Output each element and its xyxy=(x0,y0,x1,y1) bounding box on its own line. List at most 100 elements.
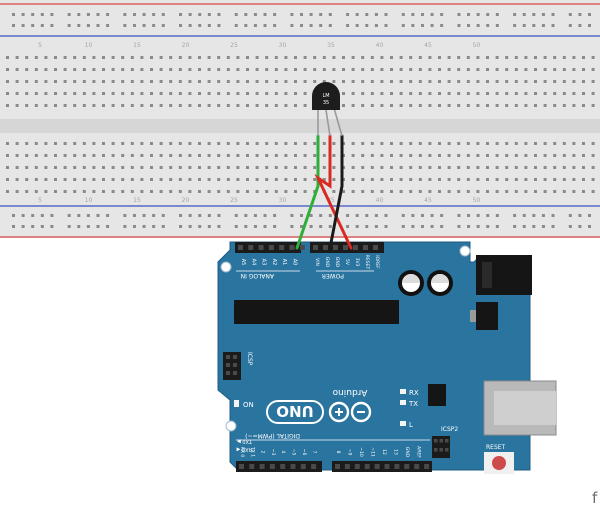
breadboard-hole xyxy=(399,178,403,181)
breadboard-hole xyxy=(130,190,134,193)
breadboard-hole xyxy=(438,190,441,193)
breadboard-hole xyxy=(178,92,182,95)
breadboard-hole xyxy=(582,178,585,181)
breadboard-hole xyxy=(578,24,582,27)
signal-wire-green xyxy=(295,134,320,250)
sensor-leg xyxy=(333,107,343,137)
breadboard-hole xyxy=(582,104,585,107)
header-pin xyxy=(373,245,378,250)
breadboard-hole xyxy=(234,214,238,217)
breadboard-hole xyxy=(132,225,136,228)
breadboard-hole xyxy=(130,92,134,95)
breadboard-hole xyxy=(532,13,536,16)
breadboard-hole xyxy=(15,92,19,95)
breadboard-hole xyxy=(15,68,19,71)
arduino-logo-text: Arduino xyxy=(332,387,367,397)
column-number: 5 xyxy=(38,197,42,204)
breadboard-hole xyxy=(284,190,288,193)
breadboard-hole xyxy=(198,142,201,145)
breadboard-hole xyxy=(505,68,509,71)
breadboard-hole xyxy=(370,104,374,107)
breadboard-hole xyxy=(150,154,153,157)
breadboard-hole xyxy=(102,92,105,95)
breadboard-hole xyxy=(132,24,136,27)
digital-header-high[interactable] xyxy=(332,461,432,472)
breadboard-center-channel xyxy=(0,119,600,133)
breadboard-hole xyxy=(390,68,393,71)
breadboard-hole xyxy=(319,24,323,27)
digital-header-low[interactable] xyxy=(236,461,322,472)
breadboard-hole xyxy=(140,104,144,107)
breadboard-hole xyxy=(582,166,585,169)
breadboard-hole xyxy=(217,56,221,59)
breadboard-hole xyxy=(582,154,585,157)
breadboard-hole xyxy=(207,154,211,157)
breadboard-hole xyxy=(253,225,257,228)
breadboard-hole xyxy=(524,68,528,71)
column-number: 15 xyxy=(133,42,141,49)
breadboard-hole xyxy=(551,13,555,16)
breadboard-hole xyxy=(82,92,86,95)
breadboard-hole xyxy=(541,225,545,228)
breadboard-hole xyxy=(399,142,403,145)
breadboard-hole xyxy=(67,214,71,217)
breadboard-hole xyxy=(361,80,365,83)
breadboard-hole xyxy=(476,13,480,16)
breadboard-hole xyxy=(150,68,153,71)
breadboard-hole xyxy=(365,24,369,27)
breadboard-hole xyxy=(92,56,96,59)
header-pin xyxy=(344,464,350,469)
breadboard-hole xyxy=(365,225,369,228)
breadboard-hole xyxy=(152,13,156,16)
breadboard-hole xyxy=(246,190,249,193)
breadboard-hole xyxy=(274,104,278,107)
power-pin-label: 5V xyxy=(344,259,350,266)
breadboard-hole xyxy=(532,225,536,228)
breadboard-hole xyxy=(12,13,15,16)
breadboard-hole xyxy=(226,80,230,83)
breadboard-hole xyxy=(130,178,134,181)
icsp-header[interactable] xyxy=(223,352,241,380)
breadboard-hole xyxy=(418,166,422,169)
breadboard-hole xyxy=(198,92,201,95)
breadboard-hole xyxy=(591,178,595,181)
analog-pin-label: A4 xyxy=(250,259,256,266)
breadboard-hole xyxy=(121,142,125,145)
breadboard-hole xyxy=(591,142,595,145)
breadboard-hole xyxy=(132,13,136,16)
header-pin xyxy=(343,245,348,250)
breadboard-hole xyxy=(524,80,528,83)
breadboard-hole xyxy=(495,178,499,181)
breadboard-hole xyxy=(159,68,163,71)
breadboard-hole xyxy=(217,166,221,169)
breadboard-hole xyxy=(207,166,211,169)
breadboard-hole xyxy=(562,104,566,107)
breadboard-hole xyxy=(255,68,259,71)
icsp2-pin xyxy=(445,448,449,452)
analog-header[interactable] xyxy=(235,242,301,253)
breadboard-hole xyxy=(588,24,591,27)
breadboard-hole xyxy=(361,56,365,59)
breadboard-hole xyxy=(514,154,518,157)
breadboard-hole xyxy=(346,24,350,27)
breadboard-hole xyxy=(332,154,336,157)
breadboard-hole xyxy=(159,166,163,169)
digital-pin-label: 13 xyxy=(393,449,399,455)
breadboard-hole xyxy=(44,68,48,71)
breadboard-hole xyxy=(253,214,257,217)
sensor-leg xyxy=(325,109,331,137)
column-number: 40 xyxy=(376,197,384,204)
breadboard-hole xyxy=(457,92,461,95)
breadboard-hole xyxy=(380,166,384,169)
digital-pin-label: ~11 xyxy=(370,447,376,457)
breadboard-hole xyxy=(428,68,432,71)
breadboard-hole xyxy=(319,214,323,217)
icsp2-pin xyxy=(439,448,443,452)
breadboard-hole xyxy=(522,214,526,217)
breadboard-hole xyxy=(140,142,144,145)
breadboard-hole xyxy=(572,104,576,107)
breadboard-hole xyxy=(568,225,572,228)
reset-button[interactable] xyxy=(492,456,506,470)
